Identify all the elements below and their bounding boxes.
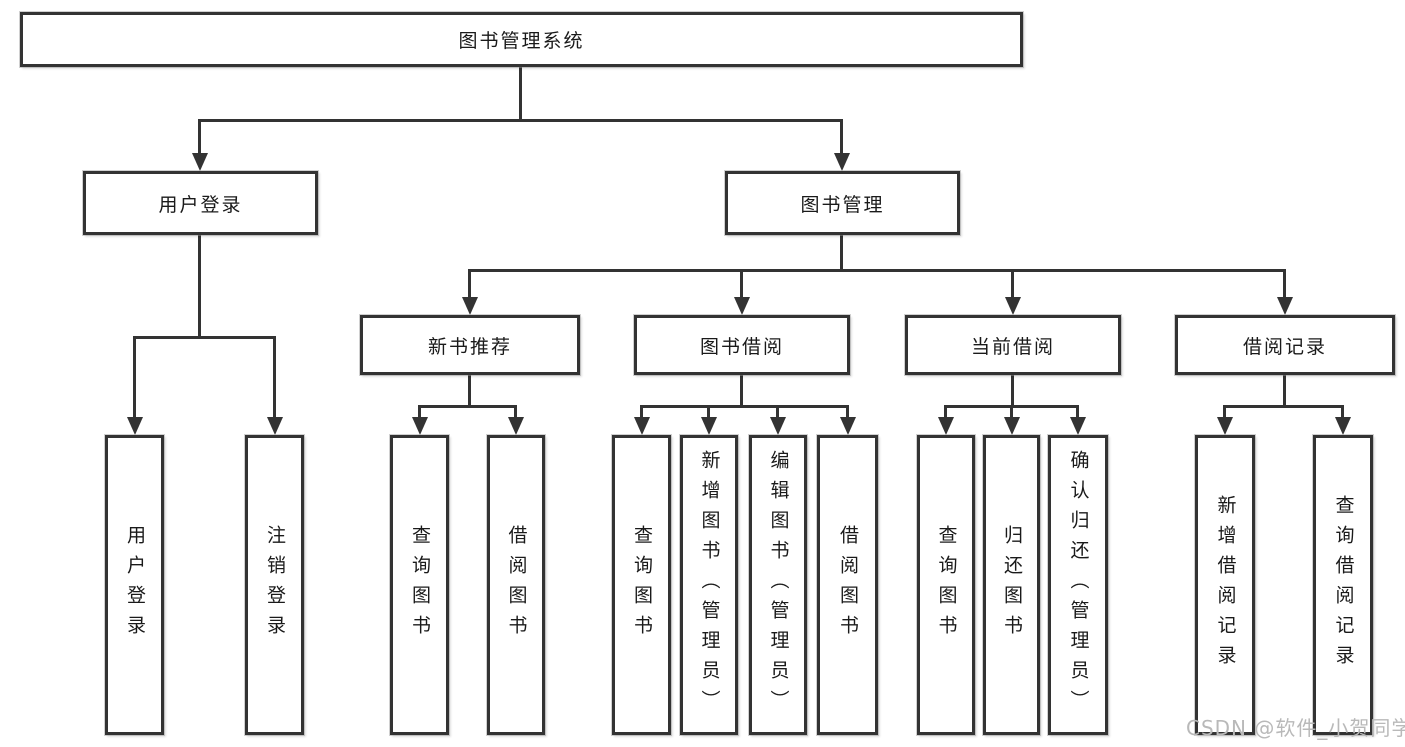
node-root-label: 图书管理系统	[458, 30, 585, 52]
leaf-records-add-record-label: 新增借阅记录	[1214, 495, 1237, 675]
node-root: 图书管理系统	[20, 12, 1023, 67]
leaf-newbook-borrow-books-label: 借阅图书	[505, 525, 528, 645]
leaf-borrowing-add-books-admin-label: 新增图书（管理员）	[698, 450, 721, 720]
node-current-borrowing: 当前借阅	[905, 315, 1121, 375]
leaf-borrowing-add-books-admin: 新增图书（管理员）	[680, 435, 738, 735]
leaf-newbook-query-books: 查询图书	[390, 435, 449, 735]
connector-br-stub	[1283, 374, 1286, 408]
arrowhead-down-icon	[462, 297, 478, 315]
node-current-borrowing-label: 当前借阅	[970, 335, 1055, 358]
leaf-borrowing-query-books: 查询图书	[612, 435, 671, 735]
connector-drop-bb-query	[640, 405, 643, 417]
arrowhead-down-icon	[1217, 417, 1233, 435]
connector-book-stub	[840, 234, 843, 272]
leaf-current-return-books-label: 归还图书	[1001, 525, 1023, 645]
node-user-login-module: 用户登录	[83, 171, 318, 235]
node-new-book-recommend-label: 新书推荐	[427, 335, 512, 358]
connector-drop-cb-return	[1010, 405, 1013, 417]
connector-drop-bb-borrow	[846, 405, 849, 417]
arrowhead-down-icon	[1335, 417, 1351, 435]
connector-drop-record	[1283, 269, 1286, 297]
connector-cb-stub	[1011, 374, 1014, 408]
arrowhead-down-icon	[1277, 297, 1293, 315]
connector-user-hline	[133, 336, 276, 339]
leaf-current-return-books: 归还图书	[983, 435, 1040, 735]
leaf-user-login: 用户登录	[105, 435, 164, 735]
leaf-records-query-record-label: 查询借阅记录	[1332, 495, 1355, 675]
connector-drop-cb-confirm	[1076, 405, 1079, 417]
arrowhead-down-icon	[1070, 417, 1086, 435]
leaf-logout-label: 注销登录	[264, 525, 286, 645]
arrowhead-down-icon	[1005, 297, 1021, 315]
leaf-newbook-borrow-books: 借阅图书	[487, 435, 545, 735]
csdn-watermark: CSDN @软件_小贺同学	[1186, 716, 1405, 740]
leaf-records-query-record: 查询借阅记录	[1313, 435, 1373, 735]
connector-drop-new-query	[418, 405, 421, 417]
arrowhead-down-icon	[508, 417, 524, 435]
node-borrowing-records: 借阅记录	[1175, 315, 1395, 375]
node-borrowing-records-label: 借阅记录	[1242, 335, 1327, 358]
connector-root-stub	[519, 66, 522, 122]
connector-bb-stub	[740, 374, 743, 408]
connector-drop-bb-edit	[776, 405, 779, 417]
arrowhead-down-icon	[701, 417, 717, 435]
leaf-logout: 注销登录	[245, 435, 304, 735]
connector-drop-user	[198, 119, 201, 153]
connector-drop-new-borrow	[514, 405, 517, 417]
connector-drop-br-query	[1341, 405, 1344, 417]
connector-book-hline	[468, 269, 1286, 272]
leaf-current-confirm-return-admin-label: 确认归还（管理员）	[1067, 450, 1090, 720]
leaf-current-query-books: 查询图书	[917, 435, 975, 735]
leaf-borrowing-borrow-books: 借阅图书	[817, 435, 878, 735]
arrowhead-down-icon	[412, 417, 428, 435]
leaf-current-query-books-label: 查询图书	[935, 525, 958, 645]
node-book-management: 图书管理	[725, 171, 960, 235]
arrowhead-down-icon	[634, 417, 650, 435]
leaf-borrowing-query-books-label: 查询图书	[631, 525, 653, 645]
connector-drop-book	[840, 119, 843, 153]
leaf-current-confirm-return-admin: 确认归还（管理员）	[1048, 435, 1108, 735]
connector-root-hline	[198, 119, 843, 122]
connector-drop-logout	[273, 336, 276, 417]
connector-drop-borrow	[740, 269, 743, 297]
node-new-book-recommend: 新书推荐	[360, 315, 580, 375]
arrowhead-down-icon	[840, 417, 856, 435]
leaf-user-login-label: 用户登录	[124, 525, 146, 645]
arrowhead-down-icon	[938, 417, 954, 435]
arrowhead-down-icon	[267, 417, 283, 435]
arrowhead-down-icon	[1004, 417, 1020, 435]
connector-drop-user-login	[133, 336, 136, 417]
connector-bb-hline	[640, 405, 849, 408]
node-book-management-label: 图书管理	[800, 193, 885, 216]
connector-new-stub	[468, 374, 471, 408]
node-book-borrowing: 图书借阅	[634, 315, 850, 375]
connector-drop-cb-query	[944, 405, 947, 417]
leaf-records-add-record: 新增借阅记录	[1195, 435, 1255, 735]
connector-br-hline	[1223, 405, 1344, 408]
connector-drop-current	[1011, 269, 1014, 297]
leaf-borrowing-edit-books-admin: 编辑图书（管理员）	[749, 435, 807, 735]
connector-new-hline	[418, 405, 517, 408]
arrowhead-down-icon	[734, 297, 750, 315]
leaf-borrowing-edit-books-admin-label: 编辑图书（管理员）	[767, 450, 790, 720]
arrowhead-down-icon	[834, 153, 850, 171]
node-user-login-module-label: 用户登录	[158, 193, 243, 216]
arrowhead-down-icon	[770, 417, 786, 435]
leaf-newbook-query-books-label: 查询图书	[409, 525, 431, 645]
leaf-borrowing-borrow-books-label: 借阅图书	[837, 525, 859, 645]
arrowhead-down-icon	[192, 153, 208, 171]
connector-drop-new	[468, 269, 471, 297]
node-book-borrowing-label: 图书借阅	[699, 335, 784, 358]
arrowhead-down-icon	[127, 417, 143, 435]
connector-drop-bb-add	[707, 405, 710, 417]
connector-user-stub	[198, 234, 201, 339]
connector-drop-br-add	[1223, 405, 1226, 417]
